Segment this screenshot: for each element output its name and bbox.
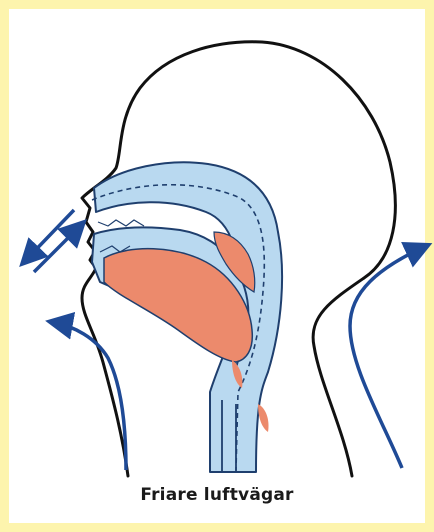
throat-tissue-lower bbox=[258, 404, 269, 432]
upper-teeth bbox=[98, 220, 144, 226]
double-arrow-icon bbox=[24, 210, 82, 272]
diagram-caption: Friare luftvägar bbox=[0, 485, 434, 505]
curved-arrow-icon-left bbox=[52, 322, 126, 470]
